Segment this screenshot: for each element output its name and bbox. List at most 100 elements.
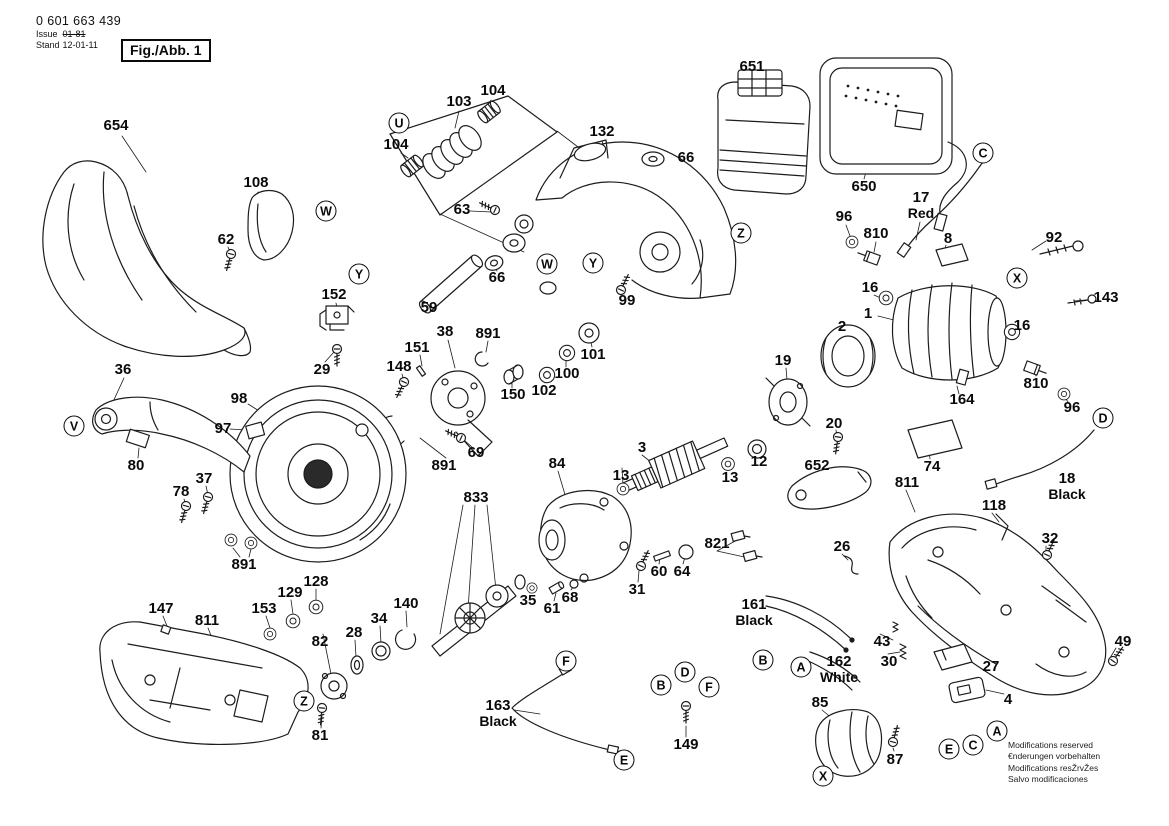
wire-118 bbox=[995, 513, 1009, 541]
part-label-69: 69 bbox=[467, 444, 485, 462]
assembly-marker-F: F bbox=[698, 676, 720, 698]
clip-891-small bbox=[474, 351, 489, 367]
part-label-1: 1 bbox=[863, 305, 873, 323]
pin-60 bbox=[653, 550, 671, 562]
part-label-811: 811 bbox=[194, 612, 220, 630]
switch-4 bbox=[948, 676, 986, 704]
pivot-shaft-59 bbox=[418, 254, 484, 314]
assembly-marker-V: V bbox=[63, 415, 85, 437]
part-label-82: 82 bbox=[311, 633, 329, 651]
assembly-marker-B: B bbox=[752, 649, 774, 671]
bearing-flange-19 bbox=[765, 377, 811, 427]
footer-line-1: Modifications reserved bbox=[1008, 740, 1094, 750]
issue-label: Issue bbox=[36, 29, 58, 39]
pin-151 bbox=[415, 365, 427, 377]
part-label-66: 66 bbox=[488, 269, 506, 287]
part-label-49: 49 bbox=[1114, 633, 1132, 651]
spring-43 bbox=[892, 621, 899, 633]
part-label-26: 26 bbox=[833, 538, 851, 556]
part-label-128: 128 bbox=[303, 573, 329, 591]
footer-line-3: Modifications resŽrvŽes bbox=[1008, 762, 1099, 773]
part-label-31: 31 bbox=[628, 581, 646, 599]
figure-label: Fig./Abb. 1 bbox=[121, 39, 211, 62]
part-label-152: 152 bbox=[321, 286, 347, 304]
part-label-43: 43 bbox=[873, 633, 891, 651]
flange-82 bbox=[320, 672, 348, 700]
arbor-washer bbox=[539, 281, 557, 295]
part-label-821: 821 bbox=[704, 535, 730, 553]
assembly-marker-E: E bbox=[938, 738, 960, 760]
gear-housing-84 bbox=[538, 489, 632, 583]
disc-washer bbox=[502, 233, 526, 253]
part-label-104: 104 bbox=[480, 82, 506, 100]
part-label-96: 96 bbox=[1063, 399, 1081, 417]
part-label-810: 810 bbox=[1023, 375, 1049, 393]
part-label-87: 87 bbox=[886, 751, 904, 769]
brush-holder-810-left bbox=[857, 250, 881, 266]
part-label-38: 38 bbox=[436, 323, 454, 341]
part-label-92: 92 bbox=[1045, 229, 1063, 247]
part-label-143: 143 bbox=[1093, 289, 1119, 307]
terminals-821 bbox=[730, 529, 763, 563]
spacer-150 bbox=[503, 364, 524, 385]
spring-30 bbox=[899, 643, 907, 660]
part-label-30: 30 bbox=[880, 653, 898, 671]
part-label-64: 64 bbox=[673, 563, 691, 581]
part-label-81: 81 bbox=[311, 727, 329, 745]
wire-17-red bbox=[896, 158, 986, 258]
assembly-marker-Z: Z bbox=[730, 222, 752, 244]
ring-34 bbox=[371, 641, 391, 661]
part-label-80: 80 bbox=[127, 457, 145, 475]
screw-143 bbox=[1067, 294, 1097, 306]
wire-18-black bbox=[984, 429, 1095, 490]
part-label-66: 66 bbox=[677, 149, 695, 167]
battery-pack-651 bbox=[717, 69, 811, 195]
assembly-marker-E: E bbox=[613, 749, 635, 771]
assembly-marker-B: B bbox=[650, 674, 672, 696]
assembly-marker-A: A bbox=[986, 720, 1008, 742]
part-label-2: 2 bbox=[837, 318, 847, 336]
part-label-color-red: Red bbox=[907, 204, 935, 221]
assembly-marker-D: D bbox=[674, 661, 696, 683]
washer-101 bbox=[578, 322, 600, 344]
plate-97 bbox=[245, 421, 266, 440]
battery-charger-650 bbox=[819, 57, 967, 232]
pivot-bracket-38 bbox=[430, 370, 493, 457]
part-label-63: 63 bbox=[453, 201, 471, 219]
part-label-891: 891 bbox=[431, 457, 457, 475]
part-label-164: 164 bbox=[949, 391, 975, 409]
stand-value: 12-01-11 bbox=[62, 40, 98, 50]
dust-bag-drawing bbox=[42, 160, 252, 357]
tension-spring-assembly bbox=[389, 95, 558, 216]
modifications-note: Modifications reserved €nderungen vorbeh… bbox=[1008, 740, 1100, 786]
part-label-140: 140 bbox=[393, 595, 419, 613]
footer-line-4: Salvo modificaciones bbox=[1008, 774, 1088, 785]
flange-washer-66-top bbox=[641, 151, 665, 167]
part-label-833: 833 bbox=[463, 489, 489, 507]
part-label-100: 100 bbox=[554, 365, 580, 383]
end-cap-85 bbox=[815, 709, 883, 777]
part-label-60: 60 bbox=[650, 563, 668, 581]
part-label-74: 74 bbox=[923, 458, 941, 476]
part-label-32: 32 bbox=[1041, 530, 1059, 548]
part-label-98: 98 bbox=[230, 390, 248, 408]
part-label-8: 8 bbox=[943, 230, 953, 248]
upper-blade-guard-132 bbox=[535, 139, 737, 299]
charger-cord bbox=[939, 141, 967, 215]
washer-66-lower bbox=[484, 255, 504, 271]
wires-161-black bbox=[765, 595, 855, 653]
part-label-color-white: White bbox=[819, 668, 859, 685]
part-label-97: 97 bbox=[214, 420, 232, 438]
handle-arm-36 bbox=[92, 396, 251, 473]
part-label-3: 3 bbox=[637, 439, 647, 457]
part-label-108: 108 bbox=[243, 174, 269, 192]
roller-104-left bbox=[400, 154, 424, 178]
assembly-marker-Z: Z bbox=[293, 690, 315, 712]
seal-28 bbox=[350, 655, 364, 675]
part-label-36: 36 bbox=[114, 361, 132, 379]
part-label-811: 811 bbox=[894, 474, 920, 492]
